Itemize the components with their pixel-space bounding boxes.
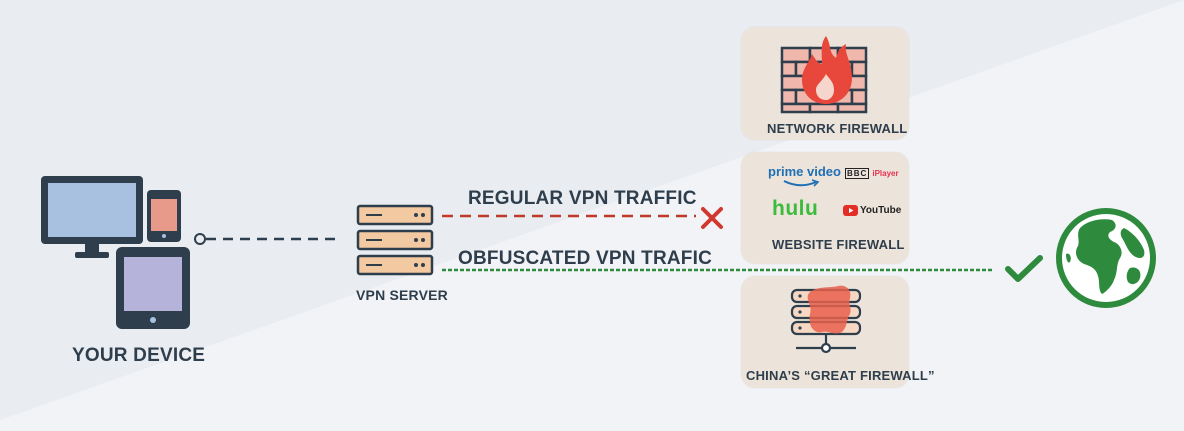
bbc-iplayer-logo: BBC iPlayer — [845, 168, 899, 179]
prime-video-logo: prime video — [768, 164, 841, 179]
network-firewall-label: NETWORK FIREWALL — [767, 121, 908, 136]
device-label: YOUR DEVICE — [72, 345, 206, 366]
regular-traffic-label: REGULAR VPN TRAFFIC — [468, 188, 697, 209]
youtube-logo: YouTube — [843, 205, 901, 216]
vpn-server-label: VPN SERVER — [356, 287, 448, 303]
device-to-server-line — [194, 233, 342, 245]
regular-traffic-line — [442, 214, 696, 218]
globe-icon — [1056, 208, 1156, 308]
bbc-text: BBC — [845, 168, 870, 179]
website-firewall-card — [741, 152, 909, 264]
youtube-text: YouTube — [860, 205, 902, 216]
youtube-play-icon — [843, 205, 858, 216]
prime-smile-icon — [783, 179, 820, 187]
obfuscated-traffic-line — [442, 268, 992, 272]
china-firewall-label: CHINA’S “GREAT FIREWALL” — [746, 368, 935, 383]
obfuscated-traffic-label: OBFUSCATED VPN TRAFIC — [458, 248, 713, 269]
checkmark-icon — [1005, 255, 1043, 282]
iplayer-text: iPlayer — [872, 169, 899, 178]
brick-wall-fire-icon — [780, 36, 868, 114]
china-server-icon — [790, 285, 862, 354]
x-mark-icon — [701, 207, 723, 229]
devices-icon — [41, 176, 190, 329]
vpn-server-icon — [356, 204, 434, 276]
prime-video-text: prime video — [768, 164, 841, 179]
website-firewall-label: WEBSITE FIREWALL — [772, 237, 905, 252]
hulu-logo: hulu — [772, 197, 819, 220]
